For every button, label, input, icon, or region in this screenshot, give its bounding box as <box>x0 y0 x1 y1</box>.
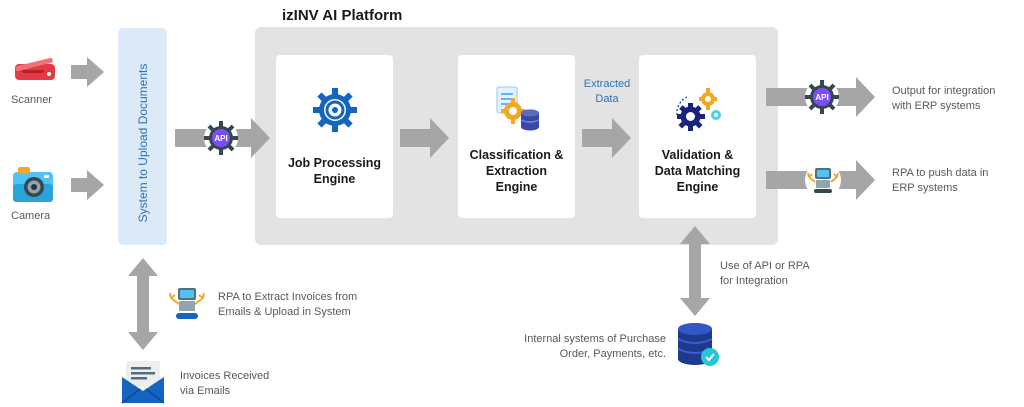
api-gear-icon: API <box>204 121 238 155</box>
camera-label: Camera <box>11 210 51 222</box>
arrow-camera-to-upload <box>71 170 104 200</box>
output-rpa-label: RPA to push data in ERP systems <box>892 167 989 194</box>
internal-systems-label: Internal systems of Purchase Order, Paym… <box>524 333 666 360</box>
arrow-classification-to-validation <box>582 118 631 158</box>
platform-title: izINV AI Platform <box>282 7 403 24</box>
validation-engine: Validation & Data Matching Engine <box>639 55 756 218</box>
job-processing-label: Job Processing Engine <box>287 156 382 186</box>
output-erp-label: Output for integration with ERP systems <box>892 85 996 112</box>
multi-gear-icon <box>675 88 721 131</box>
camera-icon <box>13 167 53 202</box>
classification-label: Classification & Extraction Engine <box>469 148 564 194</box>
arrow-job-to-classification <box>400 118 449 158</box>
rpa-extract-label: RPA to Extract Invoices from Emails & Up… <box>218 291 358 318</box>
database-check-icon <box>677 323 719 366</box>
arrow-upload-email <box>128 258 158 350</box>
robot-email-icon <box>169 288 205 319</box>
validation-label: Validation & Data Matching Engine <box>654 148 741 194</box>
scanner-icon <box>15 57 55 80</box>
upload-system-box <box>118 28 167 245</box>
job-processing-engine: Job Processing Engine <box>276 55 393 218</box>
robot-output-icon <box>805 162 841 198</box>
invoices-email-label: Invoices Received via Emails <box>180 370 270 397</box>
upload-system-label: System to Upload Documents <box>136 63 150 223</box>
api-badge-text: API <box>214 134 227 143</box>
api-badge-text-output: API <box>815 93 828 102</box>
blue-gear-icon <box>312 88 357 132</box>
extracted-data-label: Extracted Data <box>583 78 631 105</box>
scanner-label: Scanner <box>11 94 52 106</box>
api-gear-output-icon: API <box>805 80 839 114</box>
api-rpa-integration-label: Use of API or RPA for Integration <box>720 260 810 287</box>
arrow-validation-internal <box>680 226 710 316</box>
email-envelope-icon <box>121 361 165 404</box>
document-gear-database-icon <box>496 86 539 131</box>
arrow-scanner-to-upload <box>71 57 104 87</box>
classification-engine: Classification & Extraction Engine <box>458 55 575 218</box>
